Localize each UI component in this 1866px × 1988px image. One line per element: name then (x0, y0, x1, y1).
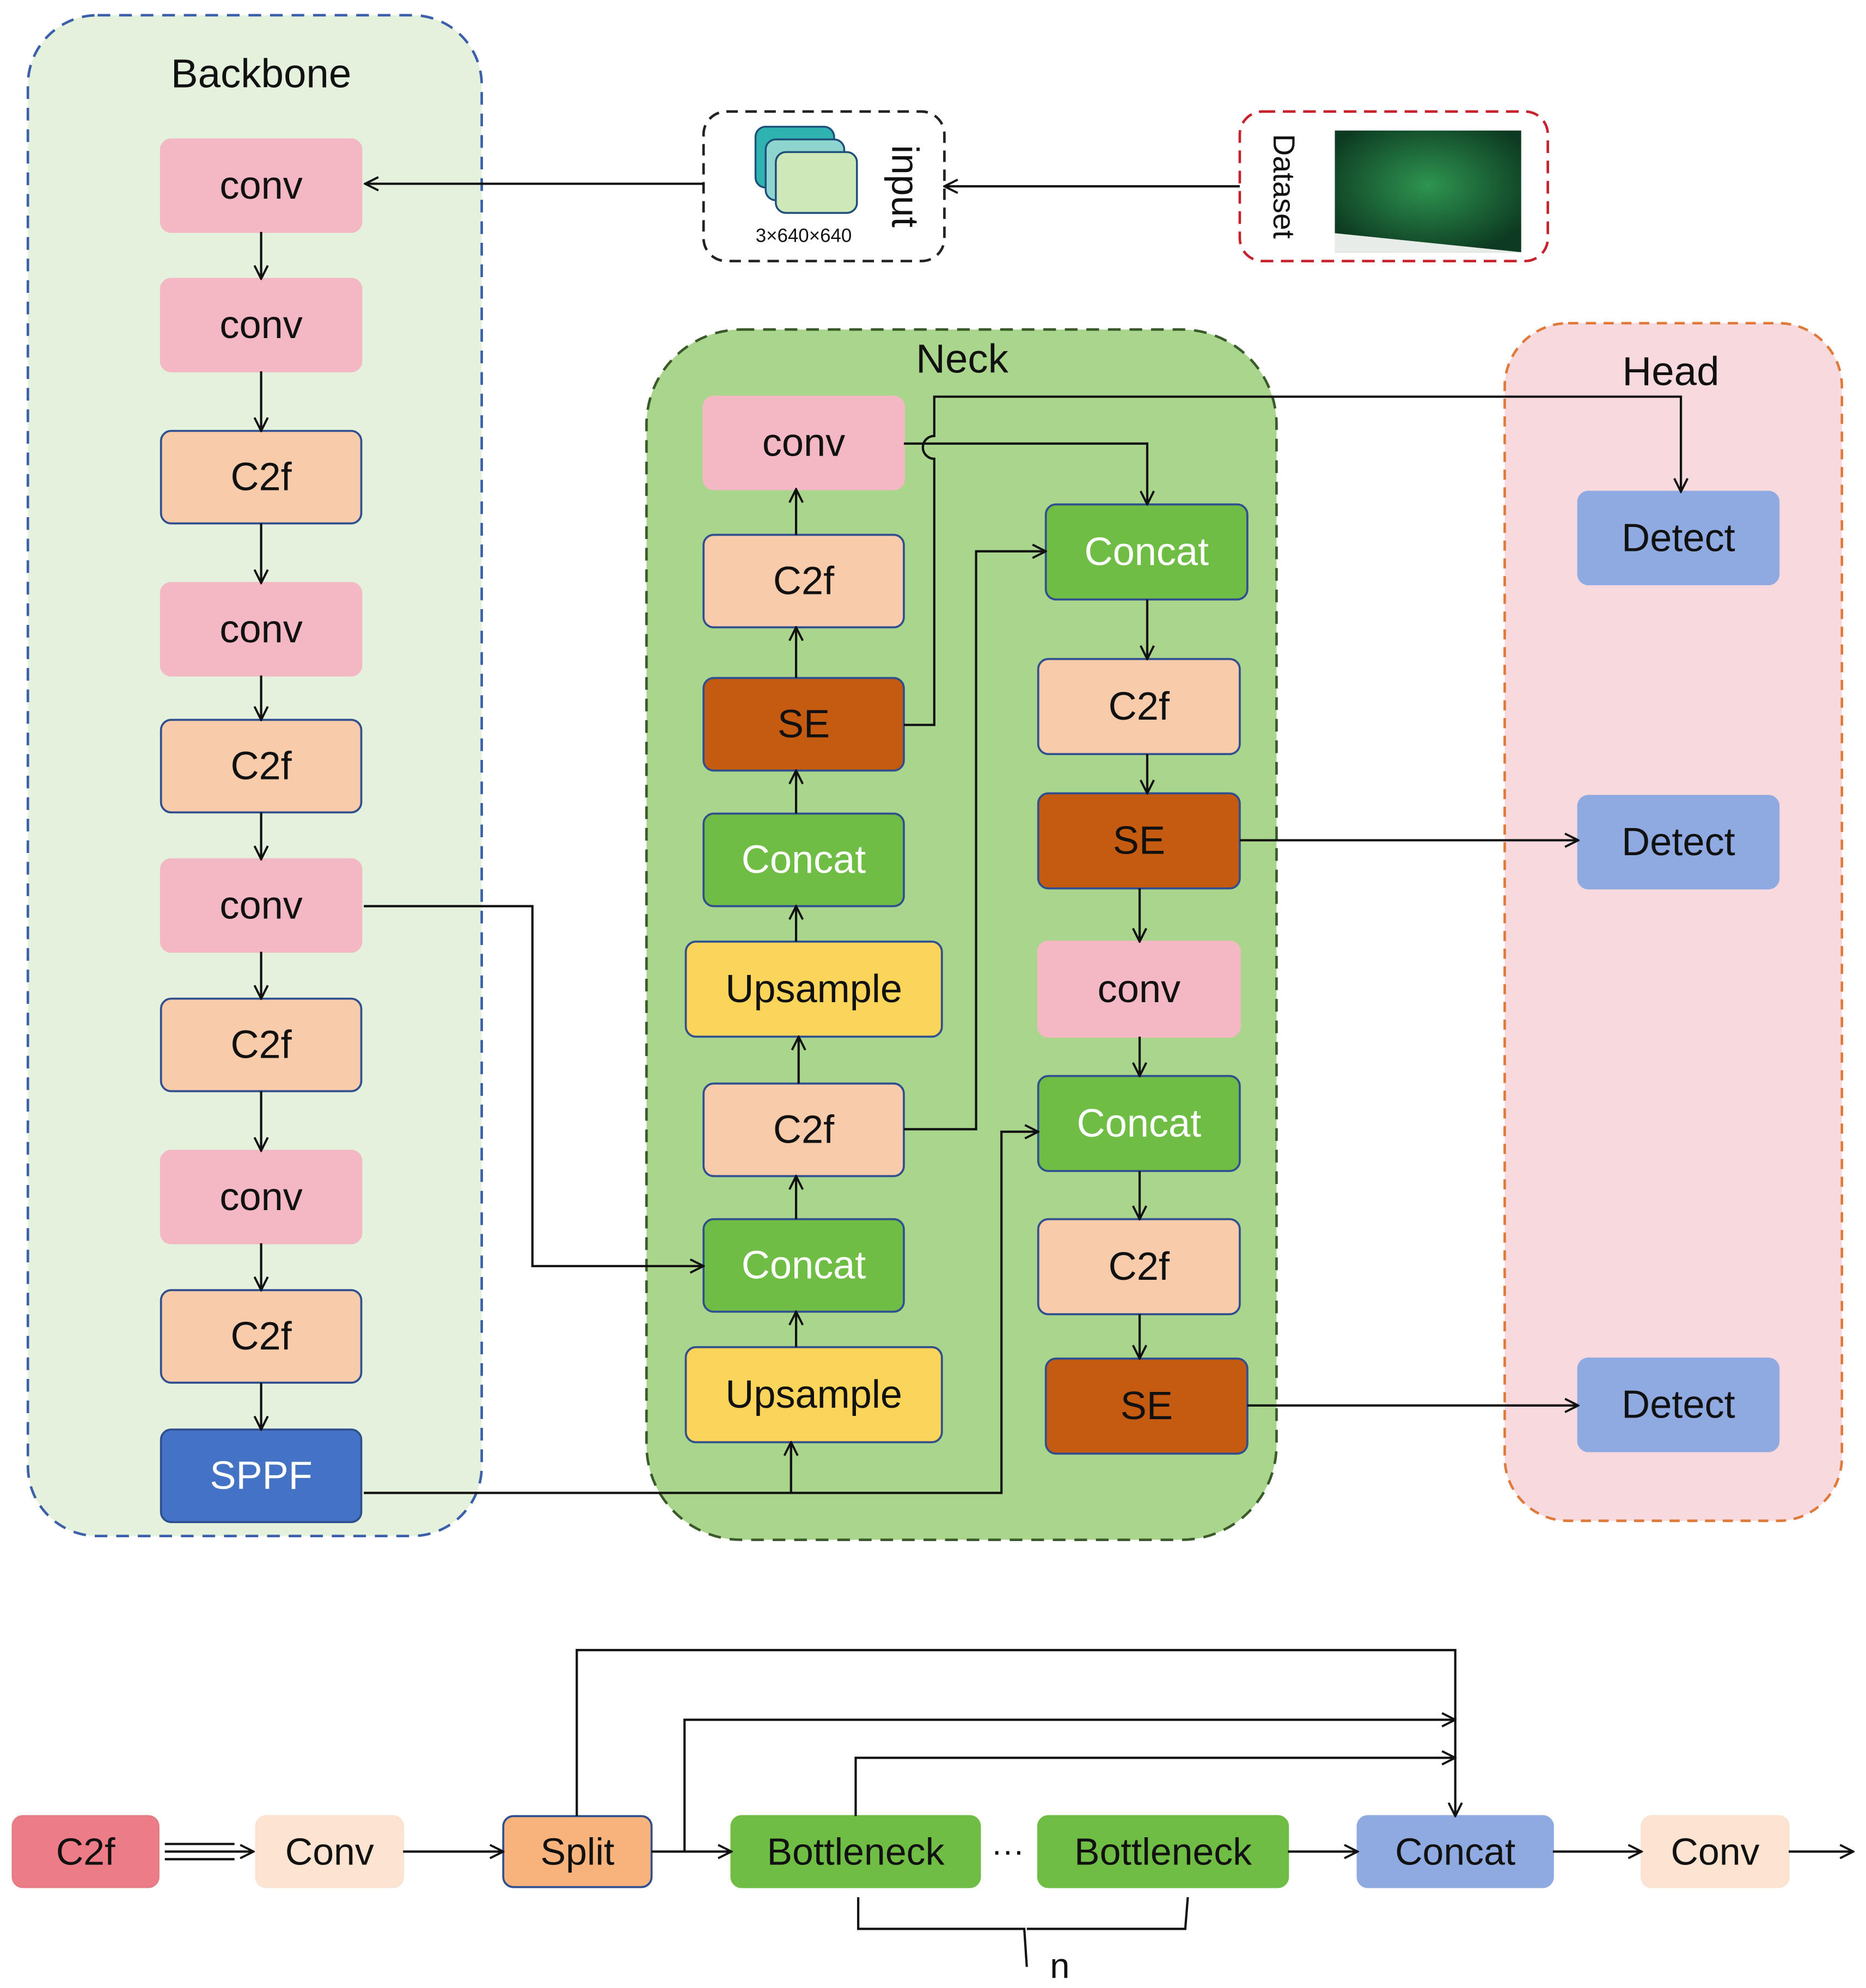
head-detect-block-2: Detect (1577, 1357, 1780, 1452)
neck-left-block-2-se: SE (702, 677, 905, 772)
split-branch-to-concat-arrow (683, 1720, 1455, 1852)
neck-right-block-2-se: SE (1037, 792, 1241, 889)
backbone-block-5-conv-label: conv (219, 883, 302, 927)
c2f-detail-block-0-c2f: C2f (11, 1815, 160, 1888)
backbone-p4-to-neck-concat-arrow (364, 905, 703, 1266)
input-layer-icon-3 (775, 151, 858, 214)
c2f-detail-block-0-c2f-shape (11, 1815, 160, 1888)
neck-left-block-5-c2f-label: C2f (773, 1108, 835, 1152)
neck-right-block-1-c2f-shape (1037, 658, 1241, 756)
dataset-image (1335, 130, 1521, 253)
input-size-label: 3×640×640 (756, 225, 852, 247)
backbone-block-0-conv-label: conv (219, 164, 302, 207)
split-skip-to-concat-arrow (576, 1649, 1455, 1816)
backbone-block-6-c2f-label: C2f (230, 1023, 292, 1067)
c2f-detail-block-4-bottleneck-label: Bottleneck (1074, 1830, 1252, 1873)
neck-right-block-6-se-label: SE (1121, 1384, 1173, 1428)
backbone-block-5-conv: conv (160, 858, 363, 953)
c2f-detail-block-3-bottleneck-label: Bottleneck (767, 1830, 945, 1873)
neck-left-block-6-concat: Concat (702, 1218, 905, 1313)
neck-left-block-2-se-label: SE (778, 703, 830, 746)
bottleneck-repeat-brace (857, 1897, 1189, 1967)
c2f-detail-block-5-concat: Concat (1356, 1815, 1554, 1888)
head-detect-block-2-label: Detect (1622, 1383, 1735, 1427)
backbone-block-7-conv-label: conv (219, 1175, 302, 1219)
neck-conv-to-right-concat-arrow (903, 442, 1147, 505)
backbone-block-8-c2f: C2f (160, 1289, 363, 1384)
backbone-block-1-conv: conv (160, 278, 363, 373)
head-title: Head (1622, 349, 1719, 394)
backbone-block-3-conv: conv (160, 582, 363, 677)
neck-left-block-0-conv-label: conv (762, 421, 845, 465)
neck-right-block-3-conv: conv (1037, 940, 1241, 1038)
neck-right-block-2-se-label: SE (1113, 819, 1165, 863)
neck-left-block-1-c2f-label: C2f (773, 559, 835, 603)
backbone-block-4-c2f-label: C2f (230, 744, 292, 788)
neck-left-block-4-upsample-shape (684, 940, 943, 1038)
c2f-detail-block-3-bottleneck: Bottleneck (730, 1815, 981, 1888)
c2f-detail-block-2-split-label: Split (541, 1830, 615, 1873)
bottleneck-ellipsis: ··· (992, 1832, 1024, 1869)
neck-right-block-0-concat: Concat (1044, 503, 1249, 601)
c2f-detail-block-5-concat-label: Concat (1395, 1830, 1515, 1873)
c2f-detail-block-6-conv-label: Conv (1671, 1830, 1759, 1873)
c2f-detail-block-6-conv: Conv (1641, 1815, 1790, 1888)
neck-right-block-6-se: SE (1044, 1357, 1249, 1455)
neck-left-block-0-conv: conv (702, 395, 905, 490)
neck-se-to-head-detect-0-arrow (903, 395, 1681, 726)
head-detect-block-0: Detect (1577, 490, 1780, 586)
backbone-block-7-conv: conv (160, 1150, 363, 1244)
backbone-block-6-c2f: C2f (160, 997, 363, 1093)
neck-left-block-1-c2f: C2f (702, 533, 905, 629)
head-detect-block-1: Detect (1577, 795, 1780, 889)
c2f-detail-block-1-conv-label: Conv (285, 1830, 374, 1873)
neck-right-block-5-c2f-label: C2f (1109, 1245, 1170, 1288)
backbone-block-0-conv: conv (160, 138, 363, 233)
head-detect-block-0-label: Detect (1622, 516, 1735, 560)
backbone-block-4-c2f: C2f (160, 719, 363, 814)
dataset-label: Dataset (1267, 134, 1301, 239)
neck-right-block-3-conv-label: conv (1098, 967, 1180, 1011)
c2f-detail-block-1-conv: Conv (255, 1815, 405, 1888)
head-panel (1503, 322, 1844, 1523)
neck-left-block-7-upsample-shape (684, 1346, 943, 1444)
neck-left-block-5-c2f: C2f (702, 1082, 905, 1177)
neck-left-block-7-upsample-label: Upsample (725, 1373, 902, 1416)
backbone-title: Backbone (171, 51, 351, 96)
neck-right-block-1-c2f-label: C2f (1109, 685, 1170, 728)
backbone-block-2-c2f: C2f (160, 429, 363, 525)
neck-right-block-1-c2f: C2f (1037, 658, 1241, 756)
neck-left-block-3-concat-label: Concat (742, 838, 866, 882)
head-detect-block-1-label: Detect (1622, 820, 1735, 864)
sppf-to-neck-right-concat-arrow (364, 1132, 1038, 1494)
bottleneck-skip-to-concat-arrow (854, 1758, 1455, 1817)
neck-right-block-4-concat-label: Concat (1077, 1102, 1202, 1145)
input-label: input (884, 145, 926, 228)
backbone-block-3-conv-label: conv (219, 608, 302, 651)
c2f-detail-block-4-bottleneck: Bottleneck (1037, 1815, 1289, 1888)
backbone-block-1-conv-label: conv (219, 303, 302, 347)
c2f-detail-block-2-split: Split (502, 1815, 653, 1888)
neck-left-block-6-concat-label: Concat (742, 1244, 866, 1287)
backbone-block-8-c2f-label: C2f (230, 1315, 292, 1358)
neck-right-block-4-concat: Concat (1037, 1075, 1241, 1173)
neck-c2f-to-right-concat-arrow (903, 551, 1046, 1131)
backbone-block-2-c2f-label: C2f (230, 456, 292, 499)
neck-title: Neck (916, 336, 1008, 381)
neck-right-block-5-c2f: C2f (1037, 1218, 1241, 1316)
backbone-block-9-sppf-label: SPPF (210, 1454, 312, 1498)
bottleneck-repeat-label: n (1050, 1946, 1069, 1985)
neck-left-block-3-concat: Concat (702, 812, 905, 907)
neck-left-block-4-upsample: Upsample (684, 940, 943, 1038)
neck-left-block-4-upsample-label: Upsample (725, 967, 902, 1011)
neck-left-block-7-upsample: Upsample (684, 1346, 943, 1444)
neck-right-block-0-concat-label: Concat (1084, 530, 1209, 574)
dataset-image-shadow (1335, 233, 1521, 253)
backbone-block-9-sppf: SPPF (160, 1428, 363, 1523)
c2f-detail-block-0-c2f-label: C2f (56, 1830, 115, 1873)
